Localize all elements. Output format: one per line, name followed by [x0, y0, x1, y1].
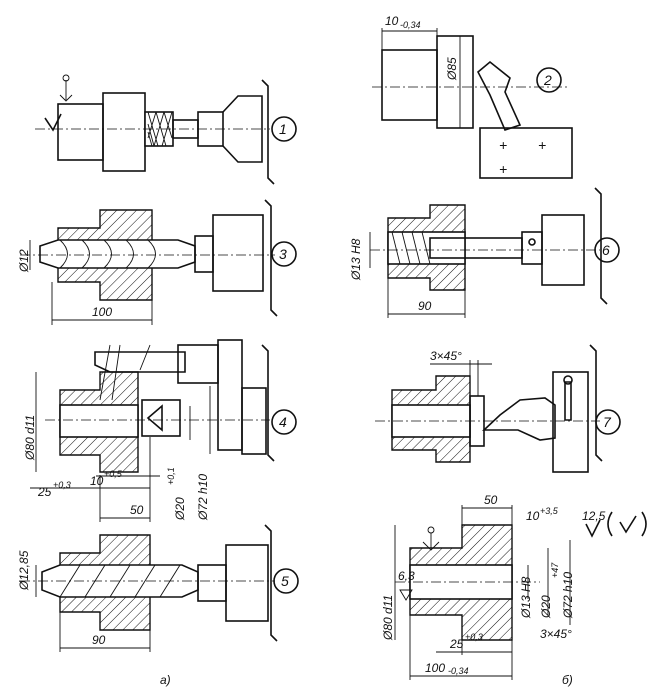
step-1-workpiece — [57, 103, 104, 161]
step-5-chuck — [225, 544, 269, 622]
part-chamfer: 3×45° — [540, 627, 572, 641]
part-roughness-check-symbol — [619, 515, 637, 534]
step-1-number: 1 — [279, 121, 287, 137]
step-5-number-circle — [273, 568, 299, 594]
part-diameter-13: Ø13 H8 — [519, 576, 533, 619]
step-4-operation: 4 Ø80 d11 50 25 +0,3 10 +0,5 Ø20 +0,1 Ø7… — [23, 339, 297, 522]
step-7-operation: 7 3×45° — [375, 344, 621, 473]
part-dim-25: 25 — [449, 637, 464, 651]
caption-a: a) — [160, 673, 171, 687]
step-4-outer-diameter-dim: Ø80 d11 — [23, 415, 37, 461]
step-4-diameter-20-dim: Ø20 — [173, 497, 187, 521]
step-4-spindle — [241, 387, 267, 455]
step-6-diameter-dim: Ø13 H8 — [349, 238, 363, 281]
part-diameter-20-tol: +47 — [550, 562, 560, 578]
step-4-length-dim: 50 — [130, 503, 144, 517]
step-4-bore — [59, 404, 139, 438]
part-diameter-72: Ø72 h10 — [561, 572, 575, 619]
caption-b: б) — [562, 673, 573, 687]
step-1-operation: 1 — [35, 74, 297, 185]
step-6-number-circle — [594, 237, 620, 263]
step-5-length-dim: 90 — [92, 633, 106, 647]
step-3-number: 3 — [279, 246, 287, 262]
part-dim-50: 50 — [484, 493, 498, 507]
part-dim-100: 100 — [425, 661, 445, 675]
step-6-length-dim: 90 — [418, 299, 432, 313]
step-1-spindle-taper — [222, 95, 263, 163]
step-2-number: 2 — [543, 72, 552, 88]
step-6-operation: 6 Ø13 H8 90 — [349, 187, 620, 318]
step-7-chamfer-tool — [481, 397, 556, 441]
part-dim-10-tol: +3,5 — [540, 506, 559, 516]
step-4-diameter-72-dim: Ø72 h10 — [196, 474, 210, 521]
step-7-number: 7 — [603, 414, 612, 430]
part-outer-diameter: Ø80 d11 — [381, 595, 395, 641]
part-roughness-local: 6,3 — [398, 569, 415, 583]
step-4-insert-block — [141, 399, 181, 437]
step-2-width-tol: -0,34 — [400, 20, 421, 30]
step-3-operation: 3 Ø12 100 — [17, 199, 297, 325]
svg-text:+: + — [499, 161, 507, 177]
step-1-number-circle — [271, 116, 297, 142]
step-3-drill — [39, 239, 196, 269]
step-4-number-circle — [271, 409, 297, 435]
step-6-bore — [387, 231, 466, 265]
part-dim-25-tol: +0,3 — [465, 632, 483, 642]
part-dim-100-tol: -0,34 — [448, 666, 469, 676]
step-6-chuck-adapter — [521, 231, 543, 265]
part-diameter-20: Ø20 — [539, 595, 553, 619]
step-5-number: 5 — [281, 573, 289, 589]
step-2-chuck — [381, 49, 438, 121]
part-roughness-symbol — [585, 519, 601, 538]
step-3-number-circle — [271, 241, 297, 267]
step-7-tool-post — [552, 371, 589, 473]
step-5-operation: 5 Ø12,85 90 — [17, 524, 299, 652]
step-4-groove-tol: +0,5 — [104, 469, 123, 479]
step-2-tool-holder — [479, 127, 573, 179]
step-3-chuck — [212, 214, 264, 292]
part-roughness-main: 12,5 — [582, 509, 606, 523]
svg-text:+: + — [538, 137, 546, 153]
step-7-chamfer-dim: 3×45° — [430, 349, 462, 363]
step-1-chuck — [102, 92, 146, 172]
step-2-operation: + + + 2 10 -0,34 Ø85 — [372, 14, 573, 179]
finished-part-drawing: 50 10 +3,5 12,5 6,3 Ø80 d11 Ø13 H8 Ø20 +… — [381, 493, 647, 680]
step-2-width-dim: 10 — [385, 14, 399, 28]
step-4-number: 4 — [279, 414, 287, 430]
step-5-chuck-adapter — [197, 564, 227, 602]
step-4-bore-depth-tol: +0,3 — [53, 480, 71, 490]
step-6-number: 6 — [602, 242, 610, 258]
step-4-groove-dim: 10 — [90, 474, 104, 488]
step-2-workpiece — [436, 35, 474, 129]
part-bore — [409, 564, 513, 600]
step-4-bore-depth-dim: 25 — [37, 485, 52, 499]
step-2-number-circle — [536, 67, 562, 93]
step-4-cutter — [146, 404, 163, 432]
step-3-chuck-adapter — [194, 235, 214, 273]
svg-text:+: + — [499, 137, 507, 153]
part-dim-10: 10 — [526, 509, 540, 523]
step-1-break-line — [261, 79, 275, 185]
step-4-tool-bar — [94, 351, 186, 373]
step-4-slide — [217, 339, 243, 451]
step-3-diameter-dim: Ø12 — [17, 249, 31, 273]
step-4-diameter-20-tol: +0,1 — [166, 467, 176, 485]
step-2-diameter-dim: Ø85 — [445, 57, 459, 81]
step-7-number-circle — [595, 409, 621, 435]
step-3-length-dim: 100 — [92, 305, 112, 319]
step-1-datum-mark — [44, 113, 62, 132]
step-5-diameter-dim: Ø12,85 — [17, 550, 31, 591]
step-2-cutting-tool — [476, 60, 522, 131]
step-4-tool-holder — [177, 344, 219, 384]
